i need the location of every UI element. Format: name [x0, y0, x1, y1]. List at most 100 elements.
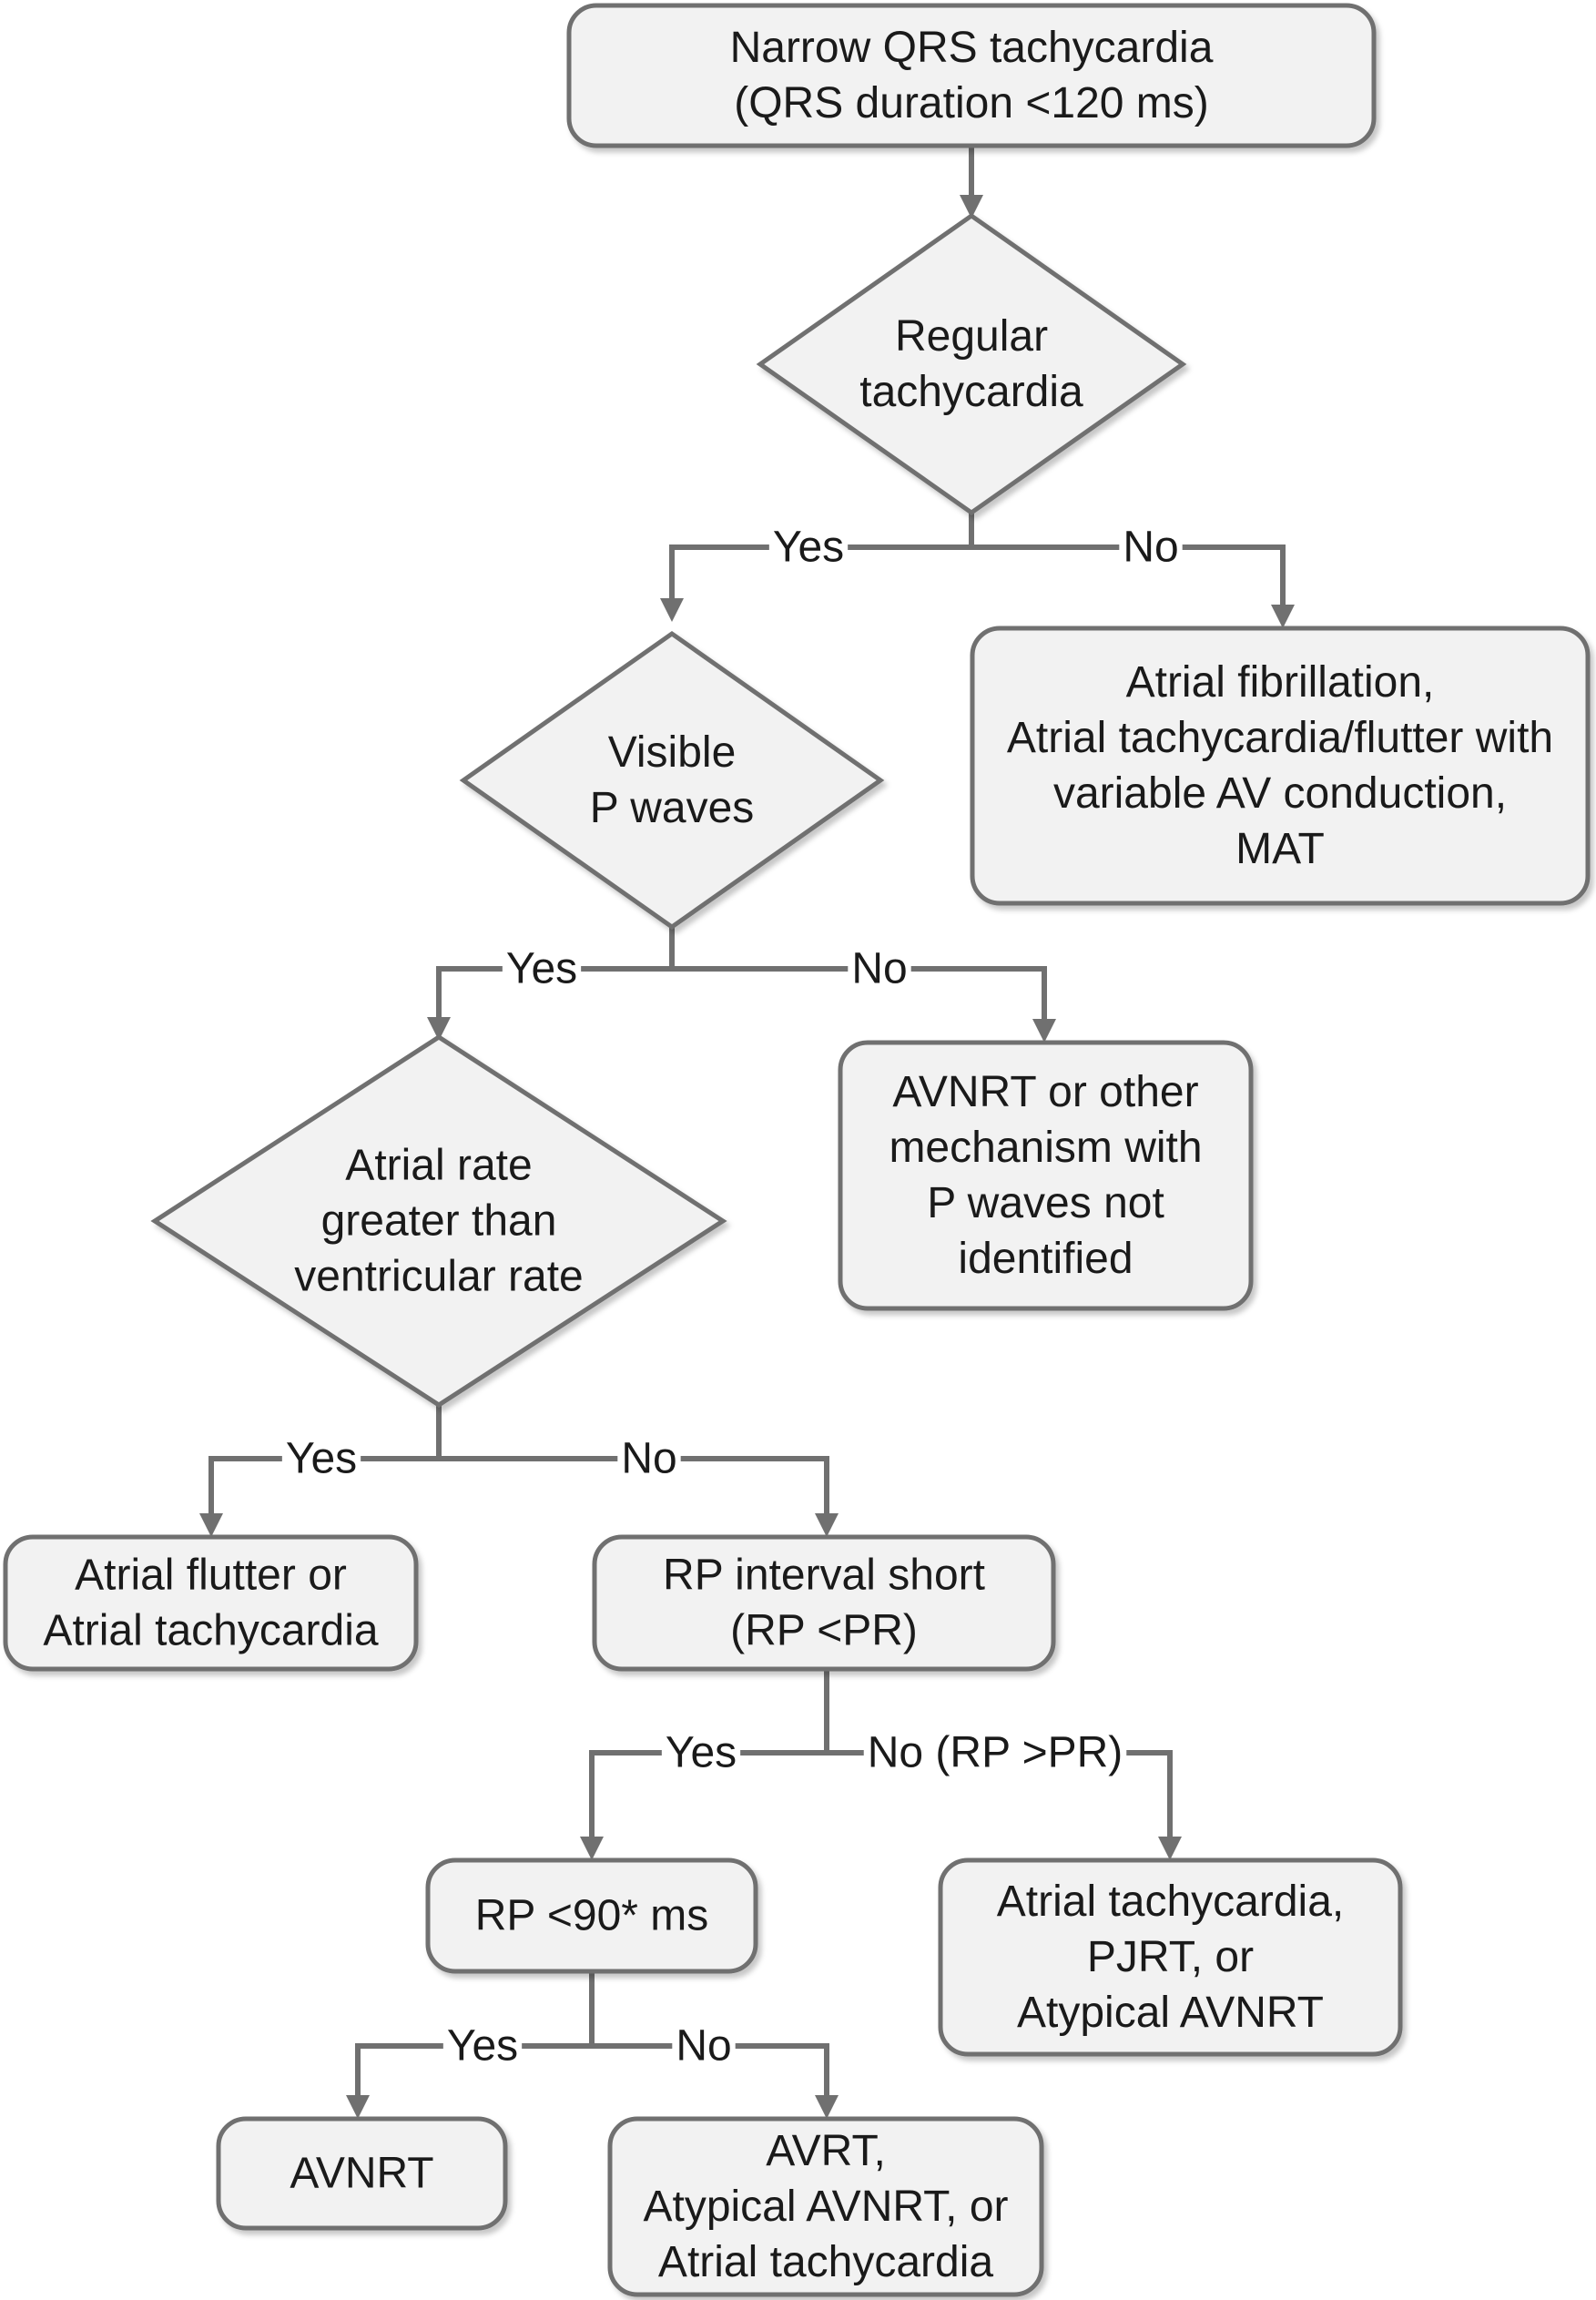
avnrt-other-box: AVNRT or other mechanism with P waves not i… — [838, 1040, 1254, 1311]
nodes: Narrow QRS tachycardia (QRS duration <120… — [3, 3, 1591, 2297]
edge-label-regular-no-text: No — [1123, 524, 1178, 572]
edge-label-rp-no-bg — [863, 1728, 1127, 1777]
edge-label-rate-yes-text: Yes — [286, 1435, 357, 1483]
arrow-pwaves-yes-line — [436, 966, 672, 1017]
edge-label-rp-yes-text: Yes — [666, 1729, 737, 1777]
edge-label-rp-yes: Yes — [661, 1728, 741, 1777]
pwaves-decision-shape — [459, 630, 885, 931]
arrow-rate-no — [439, 1456, 839, 1537]
arrow-rate-yes-line — [208, 1456, 439, 1513]
arrow-pwaves-no — [672, 966, 1056, 1043]
arrow-regular-yes-arrowhead — [660, 598, 684, 622]
afib-text-line-4: MAT — [1235, 825, 1325, 873]
atrial-pjrt-text-line-3: Atypical AVNRT — [1017, 1989, 1324, 2037]
avrt-text-line-2: Atypical AVNRT, or — [643, 2183, 1008, 2231]
rp90-box-shape — [425, 1857, 758, 1974]
regular-decision-shape — [756, 212, 1187, 516]
edge-label-rate-no: No — [617, 1434, 681, 1483]
avrt-box: AVRT, Atypical AVNRT, or Atrial tachycardi… — [607, 2116, 1044, 2297]
avnrt-other-text-line-1: AVNRT or other — [892, 1068, 1198, 1116]
atrial-pjrt-box-shape — [938, 1857, 1403, 2057]
flutter-text-line-1: Atrial flutter or — [75, 1552, 347, 1600]
arrow-pwaves-no-line — [672, 966, 1047, 1019]
atrial-pjrt-text-line-2: PJRT, or — [1087, 1933, 1254, 1981]
atrial-rate-text-line-2: greater than — [321, 1197, 557, 1246]
arrow-rp-yes-line — [589, 1750, 827, 1837]
start-box: Narrow QRS tachycardia (QRS duration <120… — [566, 3, 1377, 148]
arrow-rp90-no-arrowhead — [815, 2095, 839, 2119]
arrow-pwaves-no-arrowhead — [1032, 1019, 1056, 1043]
afib-text-line-1: Atrial fibrillation, — [1126, 658, 1435, 707]
edge-label-rate-yes: Yes — [281, 1434, 361, 1483]
regular-text-line-2: tachycardia — [859, 368, 1083, 416]
flutter-box-shape — [3, 1534, 419, 1672]
edge-label-pwaves-no-bg — [848, 944, 911, 993]
arrow-regular-yes-line — [669, 544, 971, 598]
arrow-rp-no-arrowhead — [1158, 1837, 1182, 1860]
avnrt-other-text-line-3: P waves not — [927, 1179, 1164, 1227]
atrial-rate-decision-shape — [150, 1034, 727, 1408]
rp90-text-line-1: RP <90* ms — [475, 1892, 709, 1940]
avnrt-other-box-shape — [838, 1040, 1254, 1311]
edge-label-pwaves-no: No — [848, 944, 911, 993]
edge-label-rate-yes-bg — [281, 1434, 361, 1483]
arrow-pwaves-yes — [427, 966, 672, 1041]
edge-label-pwaves-yes-text: Yes — [506, 945, 577, 993]
edge-label-pwaves-no-text: No — [851, 945, 907, 993]
arrow-rate-no-arrowhead — [815, 1513, 839, 1537]
edge-label-rate-no-text: No — [621, 1435, 676, 1483]
atrial-pjrt-box: Atrial tachycardia, PJRT, or Atypical AVNR… — [938, 1857, 1403, 2057]
arrow-rp90-yes-arrowhead — [346, 2095, 370, 2119]
edge-label-regular-yes-text: Yes — [773, 524, 844, 572]
start-box-shape — [566, 3, 1377, 148]
rp-short-text-line-1: RP interval short — [663, 1552, 985, 1600]
arrow-regular-no — [971, 544, 1295, 628]
edge-label-regular-no: No — [1119, 523, 1183, 572]
arrow-rate-no-line — [439, 1456, 829, 1513]
flutter-text-line-2: Atrial tachycardia — [43, 1607, 378, 1655]
edge-label-regular-no-bg — [1119, 523, 1183, 572]
arrow-start-to-regular — [960, 146, 983, 219]
avrt-text-line-3: Atrial tachycardia — [658, 2238, 993, 2286]
regular-decision: Regular tachycardia — [756, 212, 1187, 516]
edge-label-rp-no: No (RP >PR) — [863, 1728, 1127, 1777]
arrow-rp-yes-arrowhead — [580, 1837, 604, 1860]
start-text-line-2: (QRS duration <120 ms) — [734, 79, 1209, 127]
edge-label-regular-yes-bg — [768, 523, 849, 572]
edge-label-pwaves-yes-bg — [502, 944, 582, 993]
atrial-pjrt-text-line-1: Atrial tachycardia, — [997, 1878, 1345, 1926]
arrow-rp90-no — [592, 2043, 839, 2119]
rp-short-box-shape — [592, 1534, 1056, 1672]
edge-label-rp90-no: No — [672, 2021, 736, 2071]
avrt-box-shape — [607, 2116, 1044, 2297]
edge-label-rp90-no-text: No — [676, 2022, 731, 2071]
avnrt-text-line-1: AVNRT — [290, 2150, 433, 2198]
edge-label-rp-yes-bg — [661, 1728, 741, 1777]
avnrt-other-text-line-2: mechanism with — [889, 1124, 1202, 1172]
edge-label-rp90-yes: Yes — [442, 2021, 523, 2071]
arrow-rate-yes-arrowhead — [199, 1513, 223, 1537]
afib-box: Atrial fibrillation, Atrial tachycardia/f… — [970, 626, 1591, 906]
edge-label-rp90-no-bg — [672, 2021, 736, 2071]
start-text-line-1: Narrow QRS tachycardia — [730, 24, 1214, 72]
pwaves-text-line-1: Visible — [608, 728, 737, 777]
avnrt-box: AVNRT — [216, 2116, 508, 2231]
arrow-regular-no-line — [971, 544, 1286, 605]
arrow-pwaves-yes-arrowhead — [427, 1017, 451, 1041]
edge-label-pwaves-yes: Yes — [502, 944, 582, 993]
avnrt-other-text-line-4: identified — [958, 1235, 1133, 1283]
arrow-start-to-regular-arrowhead — [960, 195, 983, 219]
avrt-text-line-1: AVRT, — [766, 2127, 886, 2175]
edge-label-rp90-yes-text: Yes — [447, 2022, 518, 2071]
afib-box-shape — [970, 626, 1591, 906]
regular-text-line-1: Regular — [895, 312, 1048, 361]
arrow-rp90-no-line — [592, 2043, 829, 2095]
arrow-rate-yes — [199, 1456, 439, 1537]
afib-text-line-3: variable AV conduction, — [1053, 769, 1507, 818]
edge-label-rp90-yes-bg — [442, 2021, 523, 2071]
afib-text-line-2: Atrial tachycardia/flutter with — [1007, 714, 1553, 762]
avnrt-box-shape — [216, 2116, 508, 2231]
